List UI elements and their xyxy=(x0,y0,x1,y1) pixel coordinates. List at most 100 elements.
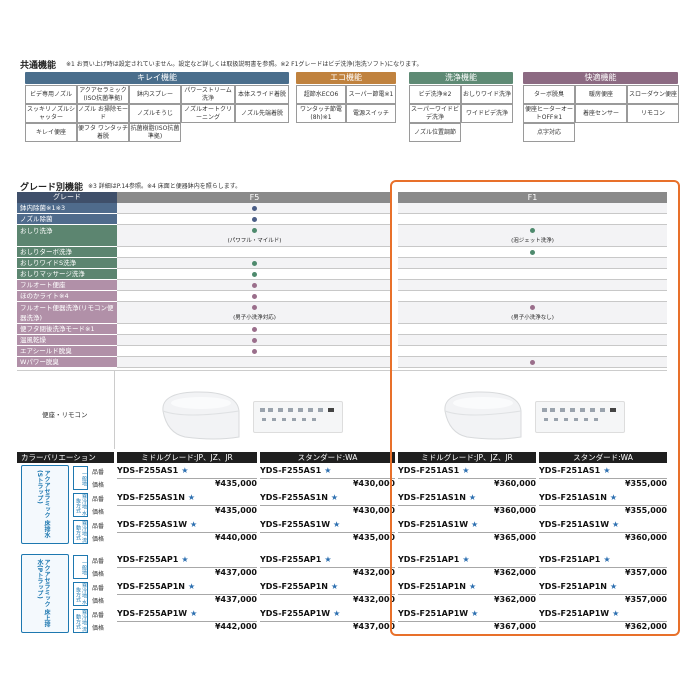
drain-type-box: 寒冷地 水抜方式 xyxy=(73,493,88,517)
feature-item: ビデ専用ノズル xyxy=(25,85,77,104)
hinban-label: 品番 xyxy=(92,523,105,530)
product-number-text: YDS-F251AS1N xyxy=(398,493,466,502)
feature-item: ノズル お掃除モード xyxy=(77,104,129,123)
hinban-label: 品番 xyxy=(92,469,105,476)
star-icon: ★ xyxy=(324,555,332,564)
product-number-text: YDS-F255AS1N xyxy=(117,493,185,502)
feature-item: ワンタッチ節電(8h)※1 xyxy=(296,104,346,123)
product-number-text: YDS-F255AP1N xyxy=(117,582,185,591)
product-number-text: YDS-F255AS1 xyxy=(117,466,179,475)
star-icon: ★ xyxy=(330,493,339,502)
hinban-label: 品番 xyxy=(92,585,105,592)
product-price: ¥362,000 xyxy=(398,567,536,577)
star-icon: ★ xyxy=(603,466,611,475)
grade-row-label: フルオート便器洗浄(リモコン便器洗浄) xyxy=(17,302,117,324)
feature-dot-f5 xyxy=(252,294,257,299)
drain-type-box: 寒冷地 水抜方式 xyxy=(73,582,88,606)
star-icon: ★ xyxy=(612,609,620,618)
feature-note-f1: (男子小洗浄なし) xyxy=(511,315,554,321)
star-icon: ★ xyxy=(471,609,479,618)
grade-cell-f1 xyxy=(398,214,667,225)
image-row-label: 便座・リモコン xyxy=(42,411,88,419)
grade-cell-f5 xyxy=(117,225,392,247)
star-icon: ★ xyxy=(609,493,618,502)
feature-dot-f1 xyxy=(530,250,535,255)
feature-item: スーパー節電※1 xyxy=(346,85,396,104)
grade-row-label: ほのかライト※4 xyxy=(17,291,117,302)
product-number: YDS-F251AP1N★ xyxy=(398,582,476,591)
feature-dot-f5 xyxy=(252,338,257,343)
grade-header-label: グレード xyxy=(17,192,117,203)
product-number-text: YDS-F251AP1N xyxy=(398,582,466,591)
star-icon: ★ xyxy=(469,582,477,591)
feature-group-header: 洗浄機能 xyxy=(409,72,513,84)
toilet-seat-image-f1 xyxy=(437,389,527,441)
feature-item: リモコン xyxy=(627,104,679,123)
grade-cell-f1 xyxy=(398,280,667,291)
grade-cell-f5 xyxy=(117,302,392,324)
grade-row-label: おしりターボ洗浄 xyxy=(17,247,117,258)
product-number-text: YDS-F251AP1N xyxy=(539,582,607,591)
feature-dot-f1 xyxy=(530,228,535,233)
feature-dot-f5 xyxy=(252,305,257,310)
product-number: YDS-F255AS1W★ xyxy=(260,520,340,529)
product-number-text: YDS-F251AS1W xyxy=(539,520,610,529)
product-number: YDS-F251AS1N★ xyxy=(539,493,617,502)
product-number-text: YDS-F251AS1 xyxy=(539,466,601,475)
drain-type-box: 一般地 xyxy=(73,555,88,579)
feature-item: 点字対応 xyxy=(523,123,575,142)
kakaku-label: 価格 xyxy=(92,509,105,516)
feature-item: アクアセラミック(ISO抗菌準拠) xyxy=(77,85,129,104)
product-price: ¥440,000 xyxy=(117,532,257,542)
star-icon: ★ xyxy=(333,609,341,618)
star-icon: ★ xyxy=(333,520,341,529)
product-price: ¥355,000 xyxy=(539,478,667,488)
feature-item: 着座センサー xyxy=(575,104,627,123)
grade-row-label: フルオート便座 xyxy=(17,280,117,291)
product-price: ¥432,000 xyxy=(260,567,395,577)
product-number: YDS-F255AS1★ xyxy=(117,466,188,475)
product-price: ¥437,000 xyxy=(260,621,395,631)
toilet-seat-image-f5 xyxy=(155,389,245,441)
grade-cell-f5 xyxy=(117,247,392,258)
star-icon: ★ xyxy=(190,609,198,618)
product-number: YDS-F255AS1N★ xyxy=(260,493,338,502)
product-price: ¥360,000 xyxy=(539,532,667,542)
grade-features-note: ※3 詳細はP.14参照。※4 床面と便器鉢内を照らします。 xyxy=(88,183,242,190)
product-number-text: YDS-F251AS1N xyxy=(539,493,607,502)
feature-item: ノズルそうじ xyxy=(129,104,181,123)
product-number: YDS-F255AP1N★ xyxy=(260,582,338,591)
product-number-text: YDS-F255AS1N xyxy=(260,493,328,502)
grade-cell-f1 xyxy=(398,302,667,324)
product-number-text: YDS-F255AS1W xyxy=(117,520,188,529)
kakaku-label: 価格 xyxy=(92,571,105,578)
product-price: ¥435,000 xyxy=(117,505,257,515)
model-col-header: スタンダード:WA xyxy=(539,452,667,463)
grade-row-label: エアシールド脱臭 xyxy=(17,346,117,357)
feature-item: スッキリノズルシャッター xyxy=(25,104,77,123)
product-price: ¥362,000 xyxy=(539,621,667,631)
common-features-grid: キレイ機能ビデ専用ノズルアクアセラミック(ISO抗菌準拠)鉢内スプレーパワースト… xyxy=(0,0,700,150)
drain-type-box: 寒冷地 流動方式 xyxy=(73,520,88,544)
drain-type-box: 一般地 xyxy=(73,466,88,490)
product-number-text: YDS-F255AP1W xyxy=(260,609,331,618)
grade-row-label: 便フタ閉後洗浄モード※1 xyxy=(17,324,117,335)
grade-row-label: 温風乾燥 xyxy=(17,335,117,346)
grade-row-label: おしり洗浄 xyxy=(17,225,117,247)
product-number-text: YDS-F255AS1W xyxy=(260,520,331,529)
product-number-text: YDS-F255AP1 xyxy=(260,555,322,564)
product-number-text: YDS-F251AP1 xyxy=(539,555,601,564)
product-image-row: 便座・リモコン xyxy=(17,370,667,449)
product-number: YDS-F251AS1W★ xyxy=(539,520,619,529)
product-number: YDS-F251AP1★ xyxy=(398,555,469,564)
product-number: YDS-F251AP1W★ xyxy=(539,609,619,618)
product-number-text: YDS-F251AP1W xyxy=(398,609,469,618)
feature-item: ターボ脱臭 xyxy=(523,85,575,104)
star-icon: ★ xyxy=(188,582,196,591)
product-price: ¥442,000 xyxy=(117,621,257,631)
product-price: ¥367,000 xyxy=(398,621,536,631)
kakaku-label: 価格 xyxy=(92,482,105,489)
grade-col-f5: F5 xyxy=(117,192,392,203)
star-icon: ★ xyxy=(462,555,470,564)
hinban-label: 品番 xyxy=(92,612,105,619)
